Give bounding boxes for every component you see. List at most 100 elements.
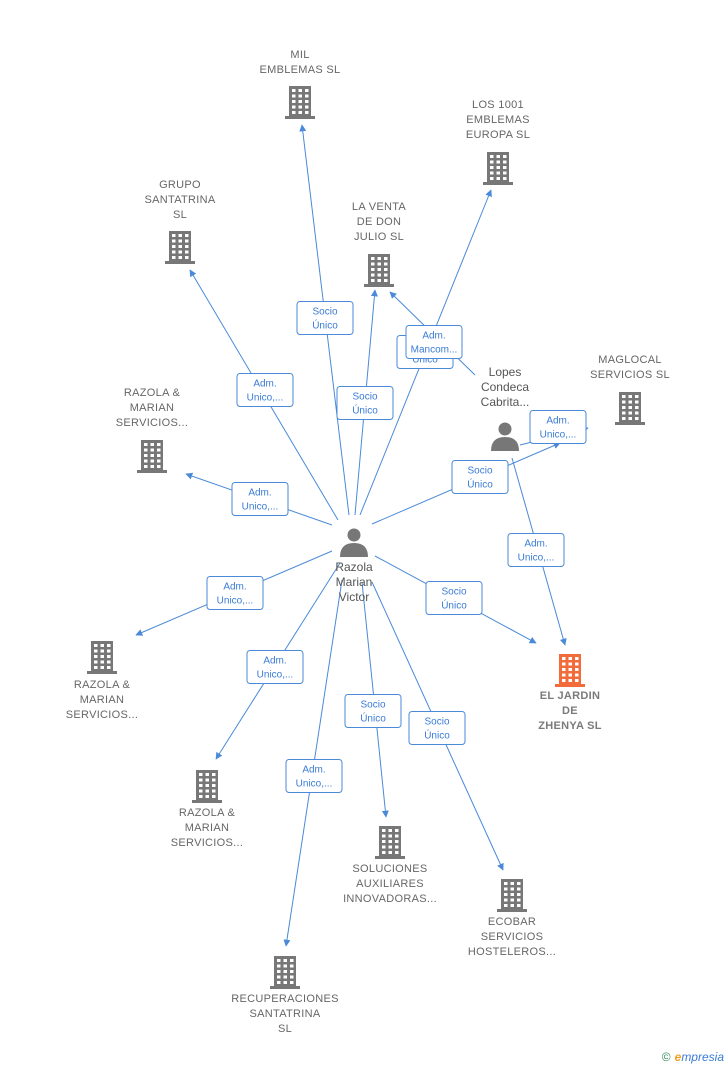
building-window (172, 234, 176, 237)
building-window (371, 273, 375, 277)
building-window (382, 851, 386, 854)
building-window (157, 465, 161, 468)
node-razola3[interactable]: RAZOLA &MARIANSERVICIOS... (171, 770, 243, 849)
node-label-mil: MIL (290, 49, 309, 61)
node-label-razola3: RAZOLA & (179, 807, 236, 819)
building-base (555, 684, 585, 687)
building-window (205, 784, 209, 787)
relation-label-center-grupo[interactable]: Adm.Unico,... (236, 373, 294, 407)
relation-label-text: Mancom... (411, 345, 458, 356)
building-window (384, 262, 388, 266)
node-label-soluciones: SOLUCIONES (352, 863, 427, 875)
node-ecobar[interactable]: ECOBARSERVICIOSHOSTELEROS... (468, 879, 556, 958)
node-label-lopes: Condeca (481, 380, 529, 394)
building-base (165, 261, 195, 264)
building-window (395, 840, 399, 843)
node-soluciones[interactable]: SOLUCIONESAUXILIARESINNOVADORAS... (343, 826, 437, 905)
building-window (510, 882, 514, 885)
building-window (503, 166, 507, 169)
building-icon (483, 152, 513, 185)
building-window (107, 660, 111, 664)
building-window (100, 649, 104, 653)
building-window (635, 395, 639, 398)
relation-label-box (236, 373, 294, 407)
building-window (388, 829, 392, 832)
node-lopes[interactable]: LopesCondecaCabrita... (481, 365, 530, 451)
edge-lopes-eljardin: Adm.Unico,... (507, 457, 567, 646)
building-window (504, 882, 508, 885)
building-window (277, 970, 281, 973)
building-icon (165, 231, 195, 264)
relation-label-lopes-maglocal[interactable]: Adm.Unico,... (529, 410, 587, 444)
building-window (568, 679, 572, 682)
relation-label-center-razola2[interactable]: Adm.Unico,... (206, 576, 264, 610)
relation-label-text: Único (441, 599, 467, 612)
building-window (503, 171, 507, 175)
building-window (107, 666, 111, 669)
building-window (382, 829, 386, 832)
building-window (490, 171, 494, 175)
person-body (340, 543, 368, 557)
building-window (305, 105, 309, 109)
node-label-razola2: MARIAN (80, 694, 125, 706)
building-window (199, 789, 203, 793)
relation-label-text: Unico,... (217, 596, 254, 607)
relation-label-center-razola3[interactable]: Adm.Unico,... (246, 650, 304, 684)
node-label-ecobar: HOSTELEROS... (468, 946, 556, 958)
building-window (510, 898, 514, 902)
relation-label-center-recuperaciones[interactable]: Adm.Unico,... (285, 759, 343, 793)
building-window (377, 273, 381, 277)
building-icon (497, 879, 527, 912)
building-window (575, 679, 579, 682)
node-label-soluciones: AUXILIARES (356, 878, 424, 890)
building-window (290, 970, 294, 973)
building-window (575, 657, 579, 660)
building-window (107, 644, 111, 647)
building-window (490, 166, 494, 169)
node-razola1[interactable]: RAZOLA &MARIANSERVICIOS... (116, 387, 188, 473)
relation-label-center-razola1[interactable]: Adm.Unico,... (231, 482, 289, 516)
node-label-los1001: LOS 1001 (472, 99, 524, 111)
building-window (144, 459, 148, 463)
building-window (298, 111, 302, 114)
relation-label-text: Unico,... (518, 553, 555, 564)
building-window (517, 904, 521, 907)
building-window (298, 89, 302, 92)
building-window (504, 893, 508, 896)
building-icon (364, 254, 394, 287)
building-window (205, 789, 209, 793)
building-window (305, 89, 309, 92)
node-label-center: Marian (336, 575, 373, 589)
node-label-center: Razola (335, 560, 373, 574)
building-window (94, 649, 98, 653)
building-window (283, 970, 287, 973)
node-label-lopes: Cabrita... (481, 395, 530, 409)
building-window (212, 795, 216, 798)
node-label-maglocal: SERVICIOS SL (590, 369, 670, 381)
building-window (292, 105, 296, 109)
building-window (622, 417, 626, 420)
relation-label-lopes-eljardin[interactable]: Adm.Unico,... (507, 533, 565, 567)
relation-label-lopes-laventa[interactable]: Adm.Mancom... (405, 325, 463, 359)
building-window (305, 111, 309, 114)
building-base (364, 284, 394, 287)
building-window (277, 959, 281, 962)
node-razola2[interactable]: RAZOLA &MARIANSERVICIOS... (66, 641, 138, 721)
building-window (205, 778, 209, 782)
building-window (490, 155, 494, 158)
building-window (503, 177, 507, 180)
